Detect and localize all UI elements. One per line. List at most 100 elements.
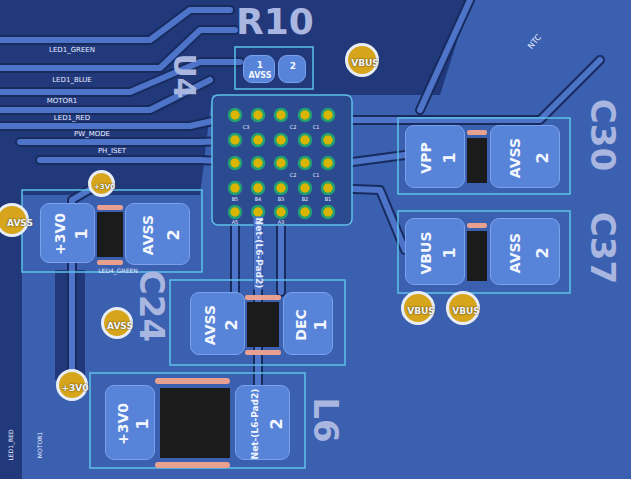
- bga-ball: [299, 157, 311, 169]
- net-name: +3V0: [94, 183, 115, 190]
- net-name: VBUS: [407, 307, 435, 316]
- ref-designator: C37: [586, 212, 620, 284]
- bga-ball: [275, 206, 287, 218]
- net-name: VPP: [419, 142, 433, 173]
- bga-ball: [275, 157, 287, 169]
- ref-designator: R10: [236, 4, 314, 40]
- net-name: AVSS: [508, 137, 522, 177]
- pad-number: 1: [257, 61, 263, 70]
- net-name: +3V0: [53, 213, 67, 255]
- net-label: LED1_RED: [54, 115, 90, 122]
- bga-ball: [252, 157, 264, 169]
- net-label: LED1_RED: [8, 429, 14, 460]
- bga-balls: [229, 109, 334, 218]
- smd-pad: 2: [278, 55, 306, 83]
- bga-ball: [299, 109, 311, 121]
- pad-number: 1: [442, 247, 458, 258]
- smd-pad: 2 Net-(L6-Pad2): [235, 385, 290, 460]
- bga-ball: [299, 206, 311, 218]
- net-name: VBUS: [419, 231, 433, 274]
- smd-pad: 2AVSS: [190, 292, 245, 355]
- pad-number: 1: [135, 418, 151, 429]
- bga-ball: [299, 134, 311, 146]
- traces: [0, 0, 600, 385]
- bga-footprint: [212, 95, 352, 225]
- net-name: +3V0: [116, 402, 130, 444]
- net-name: AVSS: [248, 72, 271, 80]
- unfilled-zone: [0, 195, 22, 479]
- bga-ball: [322, 109, 334, 121]
- pad-number: 2: [166, 229, 182, 240]
- ref-designator: C24: [135, 270, 169, 342]
- pin-label: C3: [243, 125, 250, 130]
- bga-ball: [299, 182, 311, 194]
- pin-label: B2: [302, 197, 309, 202]
- bga-ball: [252, 109, 264, 121]
- via: VBUS: [401, 291, 435, 325]
- pin-label: B3: [278, 197, 285, 202]
- bga-ball: [229, 157, 241, 169]
- pad-number: 1: [442, 152, 458, 163]
- bga-ball: [229, 134, 241, 146]
- pin-label: A5: [232, 220, 239, 225]
- bga-ball: [275, 109, 287, 121]
- pin-label: B5: [232, 197, 239, 202]
- via: +3V0: [56, 369, 88, 401]
- bga-ball: [252, 182, 264, 194]
- pad-number: 2: [535, 152, 551, 163]
- via: AVSS: [101, 307, 133, 339]
- ref-designator: U4: [169, 53, 199, 98]
- net-name: Net-(L6-Pad2): [250, 388, 259, 459]
- net-name: AVSS: [7, 219, 33, 228]
- via: +3V0: [88, 170, 115, 197]
- pin-label: C2: [290, 173, 297, 178]
- pad-number: 1: [74, 228, 90, 239]
- pin-label: C1: [313, 125, 320, 130]
- bga-ball: [229, 182, 241, 194]
- net-label: MOTOR1: [37, 432, 43, 458]
- net-name: AVSS: [107, 322, 133, 331]
- pad-number: 2: [290, 62, 296, 71]
- net-label: MOTOR1: [47, 98, 78, 105]
- net-name: AVSS: [203, 304, 217, 344]
- smd-pad: 1DEC: [283, 292, 333, 355]
- net-label: PH_ISET: [98, 148, 126, 155]
- bga-ball: [275, 182, 287, 194]
- net-name: VBUS: [452, 307, 480, 316]
- bga-ball: [322, 134, 334, 146]
- net-name: AVSS: [141, 215, 155, 255]
- smd-pad: 1AVSS: [243, 55, 275, 83]
- bga-ball: [275, 134, 287, 146]
- ref-designator: C30: [586, 99, 620, 171]
- net-name: VBUS: [351, 59, 379, 68]
- via: VBUS: [345, 43, 379, 77]
- net-name: AVSS: [508, 232, 522, 272]
- pin-label: C2: [290, 125, 297, 130]
- smd-pad: 1 VPP: [405, 125, 465, 188]
- net-name: +3V0: [61, 384, 88, 393]
- net-label: Net-(L6-Pad2): [254, 217, 263, 290]
- smd-pad: 1 +3V0: [40, 203, 95, 263]
- pad-number: 2: [535, 247, 551, 258]
- pad-number: 2: [269, 418, 285, 429]
- via: VBUS: [446, 291, 480, 325]
- pin-label: C1: [313, 173, 320, 178]
- smd-pad: 1 +3V0: [105, 385, 155, 460]
- bga-ball: [229, 109, 241, 121]
- ref-designator: L6: [309, 397, 343, 442]
- pin-label: B4: [255, 197, 262, 202]
- bga-ball: [229, 206, 241, 218]
- pin-label: B1: [325, 197, 332, 202]
- pin-label: A3: [278, 220, 285, 225]
- bga-ball: [252, 134, 264, 146]
- net-label: LED1_GREEN: [49, 47, 95, 54]
- bga-ball: [322, 157, 334, 169]
- pad-number: 1: [313, 319, 329, 330]
- net-label: PW_MODE: [74, 131, 110, 138]
- smd-pad: 2 AVSS: [490, 218, 560, 285]
- smd-pad: 2 AVSS: [490, 125, 560, 188]
- net-label: LED4_GREEN: [98, 268, 137, 274]
- bga-ball: [322, 182, 334, 194]
- net-label: LED1_BLUE: [52, 77, 92, 84]
